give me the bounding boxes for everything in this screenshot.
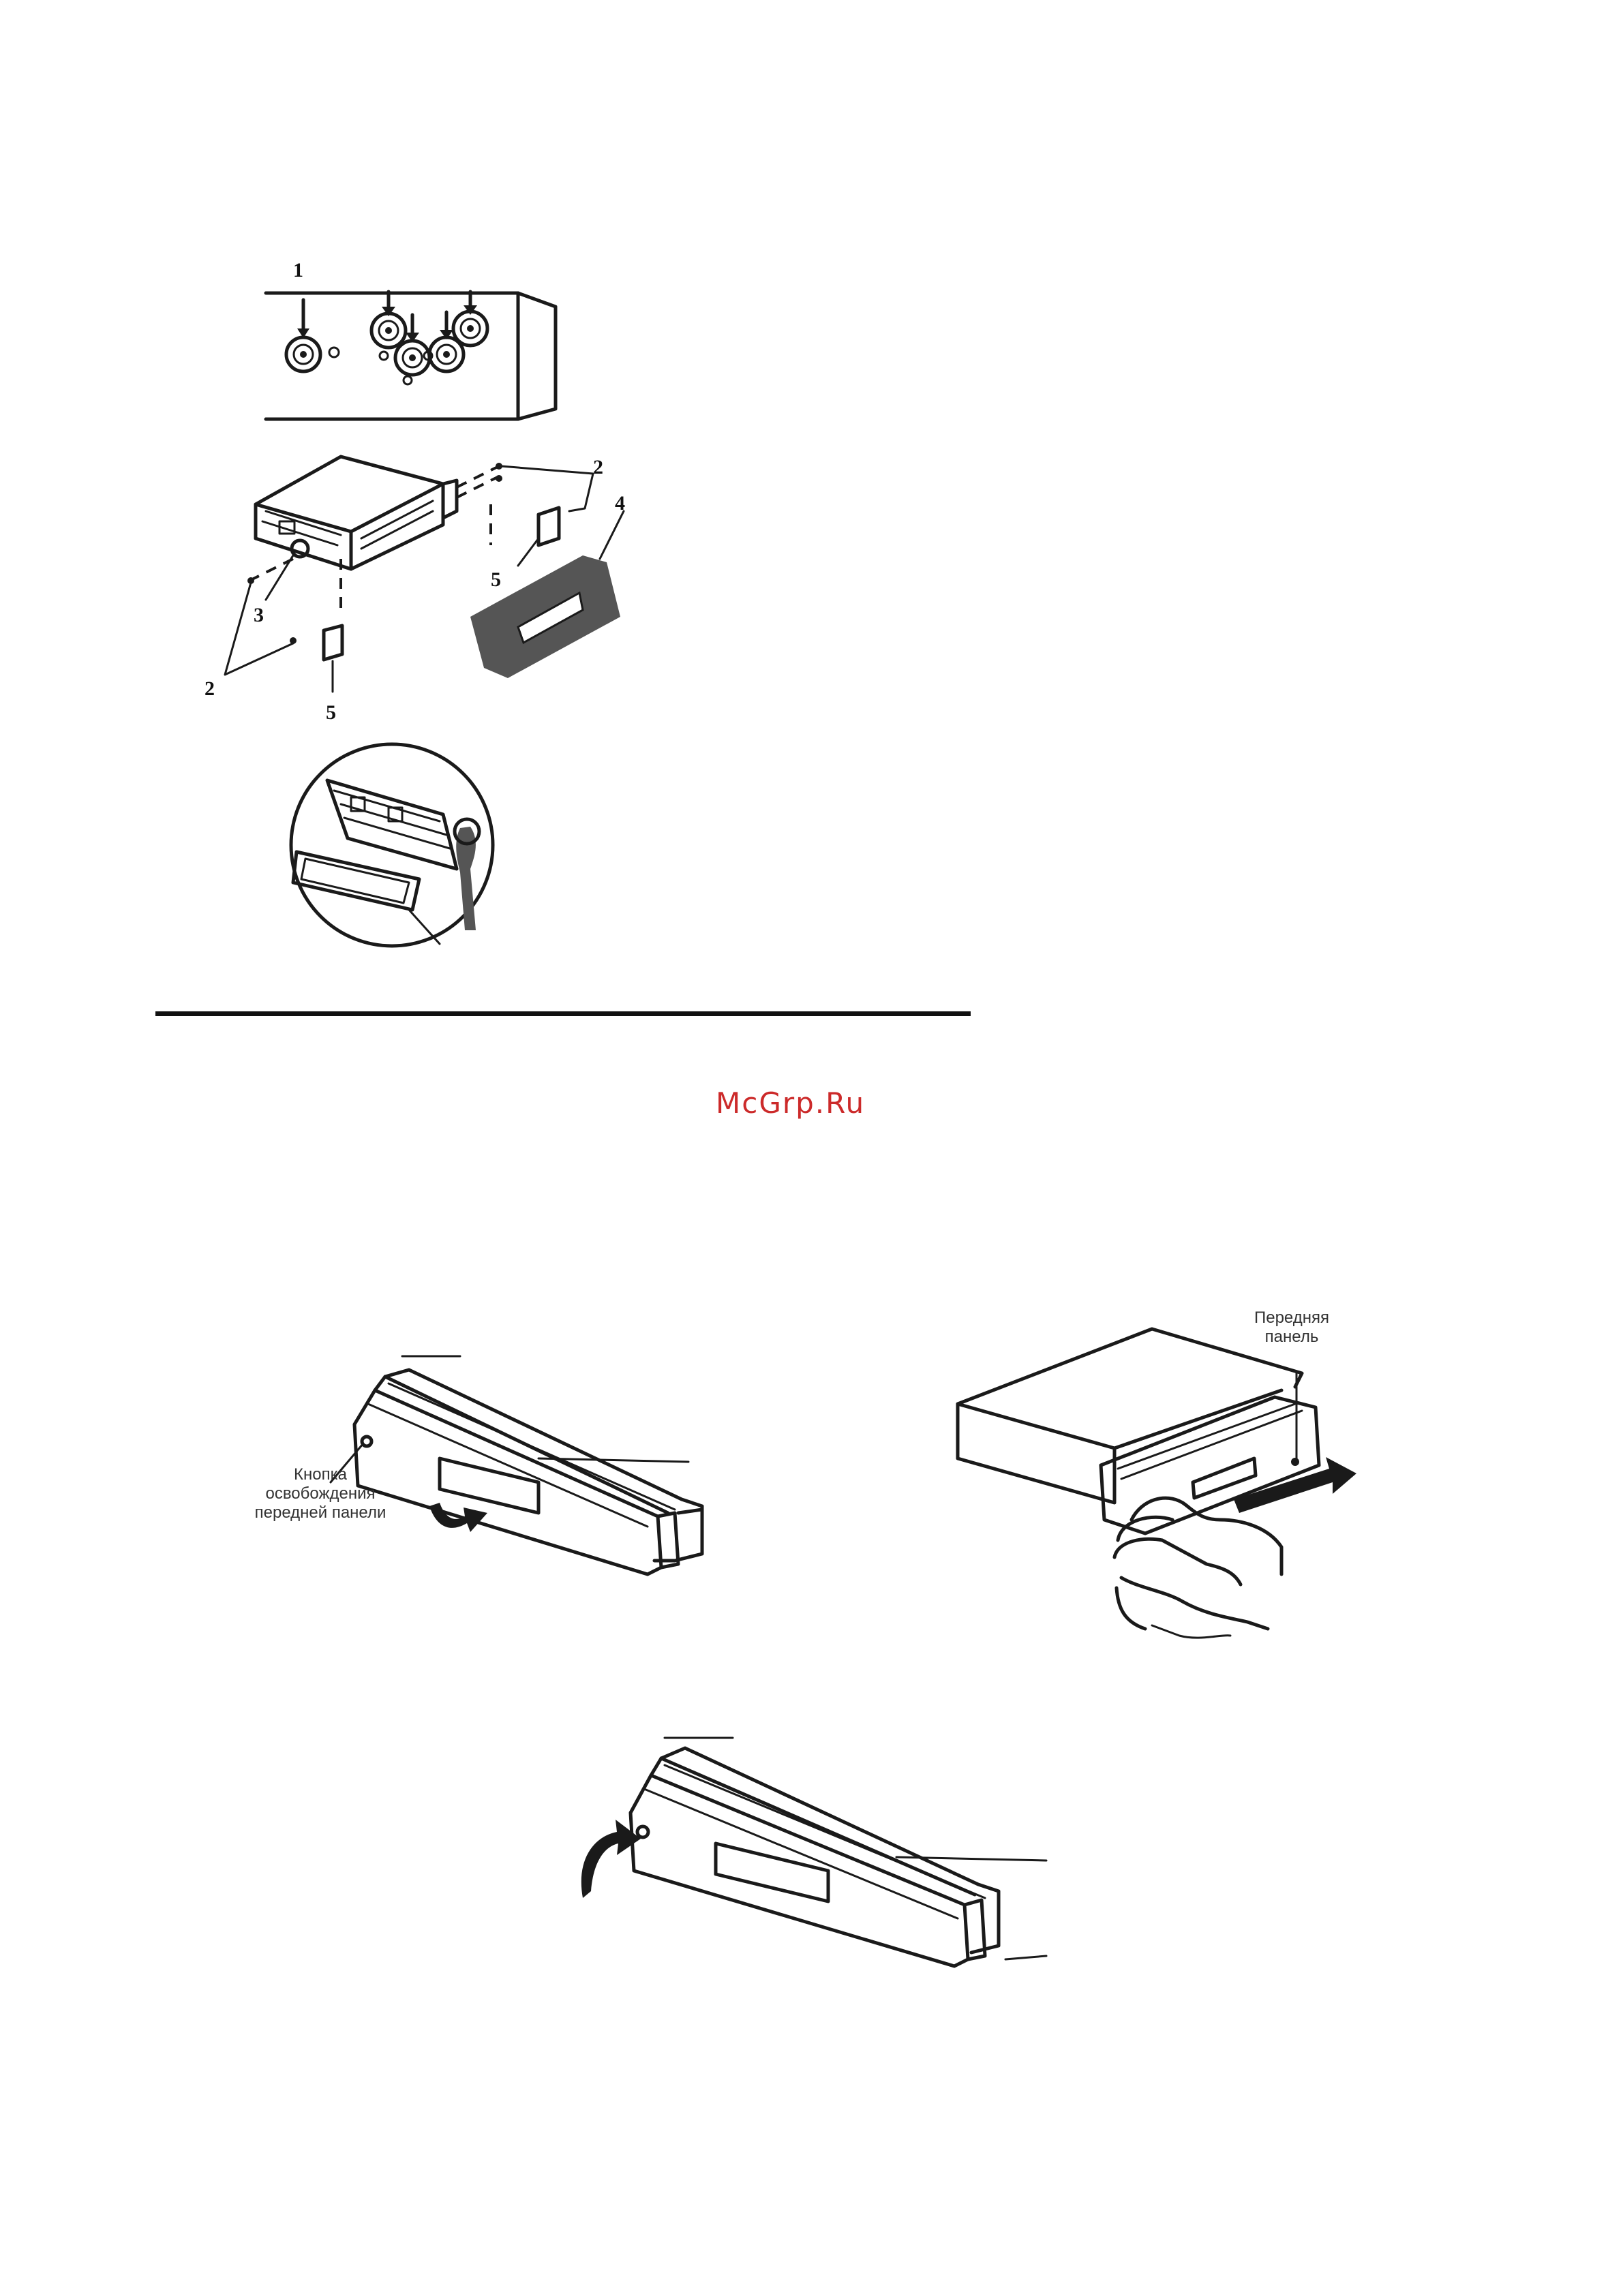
pull-panel-diagram: Передняя панель bbox=[947, 1315, 1384, 1670]
callout-4: 4 bbox=[615, 492, 625, 515]
section-divider bbox=[155, 1011, 971, 1016]
remove-panel-diagram: Кнопка освобождения передней панели bbox=[232, 1349, 723, 1595]
front-panel-label: Передняя панель bbox=[1234, 1308, 1350, 1347]
attach-panel-diagram bbox=[569, 1724, 1060, 2010]
release-button-label: Кнопка освобождения передней панели bbox=[249, 1465, 392, 1522]
callout-2-lower: 2 bbox=[204, 677, 215, 700]
callout-2-upper: 2 bbox=[593, 456, 603, 478]
callout-3: 3 bbox=[254, 604, 264, 626]
callout-5-lower: 5 bbox=[326, 701, 336, 724]
callout-5-upper: 5 bbox=[491, 568, 501, 591]
rear-connectors-diagram bbox=[252, 273, 566, 429]
watermark: McGrp.Ru bbox=[716, 1086, 865, 1120]
mounting-exploded-diagram: 2 2 3 5 5 4 1 bbox=[198, 443, 675, 736]
removal-detail-circle bbox=[286, 739, 498, 951]
callout-1: 1 bbox=[293, 259, 303, 282]
